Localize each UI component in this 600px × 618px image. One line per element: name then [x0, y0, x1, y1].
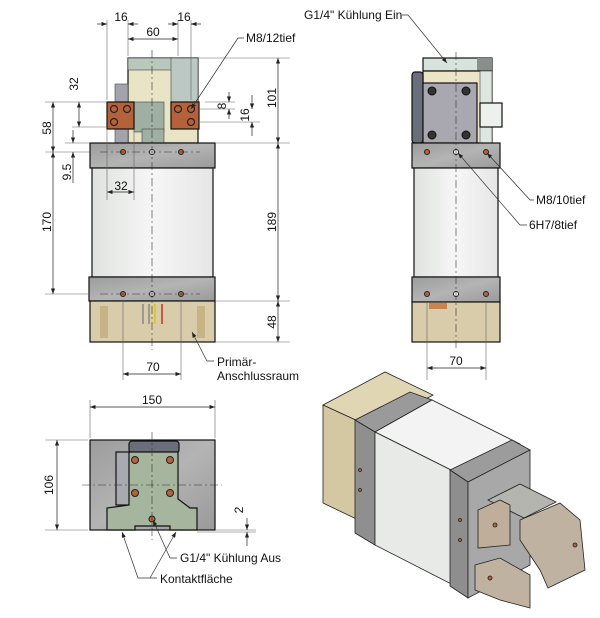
dim-9-5: 9.5 [60, 163, 74, 180]
dark-side-bar [411, 71, 424, 144]
callout-6h7-8tief: 6H7/8tief [529, 218, 578, 232]
dim-16-vertical: 16 [238, 108, 252, 122]
dim-32-horizontal: 32 [114, 179, 128, 193]
callout-anschlussraum: Anschlussraum [217, 369, 299, 383]
dim-101: 101 [265, 88, 279, 108]
front-view: 16 16 60 32 58 8 16 101 9.5 32 170 189 4… [40, 10, 299, 383]
dim-150: 150 [142, 393, 162, 407]
bolt-heads [427, 86, 471, 140]
wires [100, 304, 205, 338]
primary-connection-space [89, 300, 216, 343]
callout-m8-10tief: M8/10tief [536, 193, 586, 207]
dim-170: 170 [40, 212, 54, 232]
callout-primaer: Primär- [217, 355, 256, 369]
upper-flange [89, 142, 216, 169]
dim-16-right: 16 [177, 10, 191, 24]
callout-cooling-out: G1/4" Kühlung Aus [180, 551, 281, 565]
dim-58: 58 [40, 121, 54, 135]
gripper-block [133, 101, 165, 133]
dim-189: 189 [265, 212, 279, 232]
isometric-view [322, 371, 586, 609]
dim-2: 2 [232, 506, 246, 513]
dim-70-front: 70 [146, 360, 160, 374]
dim-48: 48 [265, 315, 279, 329]
glass-body [91, 167, 214, 278]
callout-contact-surface: Kontaktfläche [160, 572, 233, 586]
side-box [479, 102, 503, 128]
callout-cooling-in: G1/4" Kühlung Ein [304, 8, 402, 22]
gripper-foot [141, 128, 165, 144]
dim-106: 106 [42, 475, 56, 495]
side-view: 70 G1/4" Kühlung Ein M8/10tief 6H7/8tief [304, 8, 586, 380]
bottom-view: 150 106 2 G1/4" Kühlung Aus Kontaktfläch… [42, 393, 281, 586]
side-plate [170, 57, 199, 103]
callout-m8-12tief: M8/12tief [246, 31, 296, 45]
iso-holes [358, 468, 578, 581]
copper-block-left [106, 101, 135, 130]
front-dimensions: 16 16 60 32 58 8 16 101 9.5 32 170 189 4… [40, 10, 290, 380]
dim-16-left: 16 [114, 10, 128, 24]
dim-8: 8 [215, 102, 229, 109]
thread-holes-m8 [109, 104, 196, 127]
dim-70-side: 70 [449, 354, 463, 368]
dim-60: 60 [146, 25, 160, 39]
cooling-plate [127, 57, 179, 71]
dim-32-vertical: 32 [67, 77, 81, 91]
